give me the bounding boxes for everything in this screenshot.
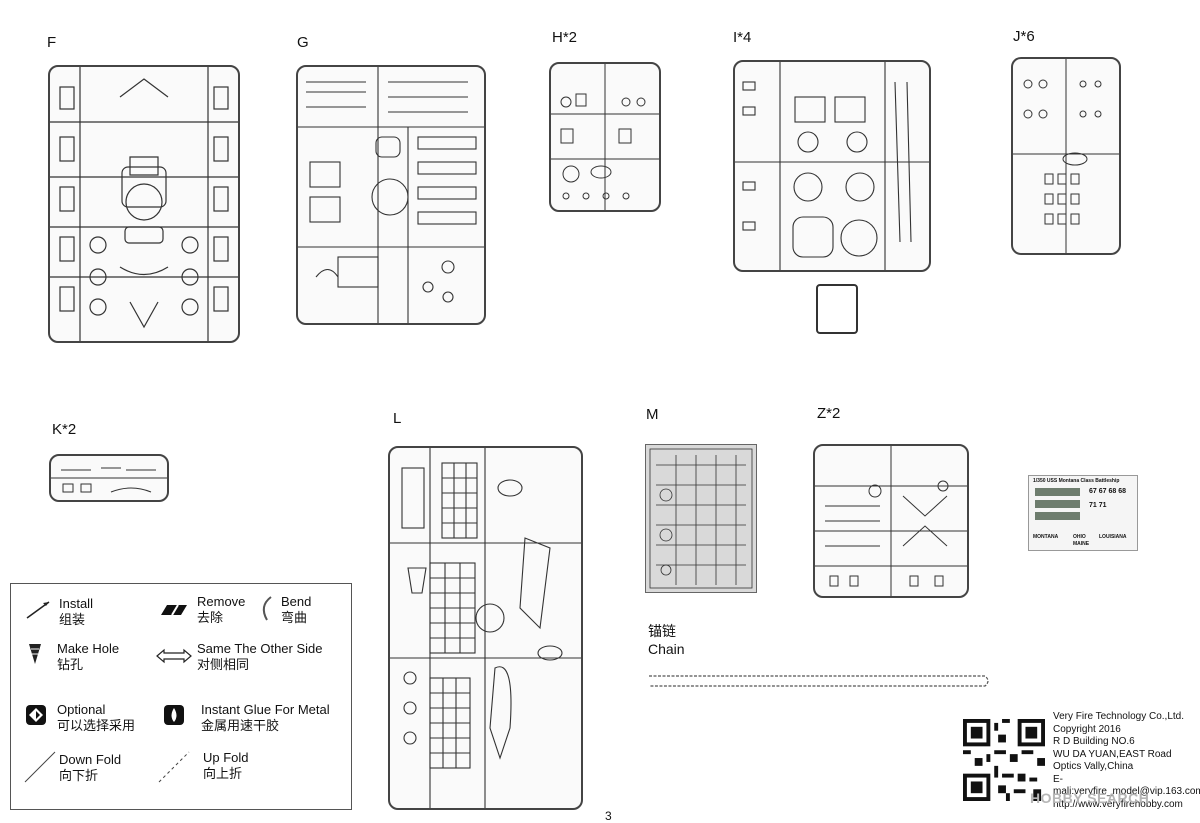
decal-name: MAINE — [1073, 541, 1090, 547]
qr-code — [963, 719, 1045, 801]
install-icon — [26, 601, 50, 619]
turret-part — [816, 284, 858, 334]
sprue-label-z: Z*2 — [817, 405, 841, 422]
decal-stripe — [1035, 488, 1080, 496]
sprue-label-g: G — [297, 34, 309, 51]
sprue-h-frame — [549, 62, 661, 212]
sprue-i-frame — [733, 60, 931, 272]
sprue-m-parts — [649, 448, 753, 589]
sprue-k-parts — [51, 467, 167, 493]
sprue-g-parts — [298, 67, 484, 323]
sprue-label-j: J*6 — [1013, 28, 1035, 45]
chain-label: 锚链 Chain — [648, 621, 685, 657]
drill-icon — [29, 644, 41, 664]
company-info: Very Fire Technology Co.,Ltd. Copyright … — [1053, 711, 1200, 810]
decal-name: MONTANA — [1033, 534, 1059, 540]
sprue-k-frame — [49, 454, 169, 502]
decal-sheet: 1/350 USS Montana Class Battleship 67 67… — [1028, 475, 1138, 551]
decal-name: LOUISIANA — [1099, 534, 1127, 540]
sprue-i-parts — [735, 62, 929, 270]
bend-icon — [262, 596, 272, 621]
decal-name: OHIO — [1073, 534, 1086, 540]
glue-icon — [164, 705, 184, 725]
sprue-label-m: M — [646, 406, 659, 423]
up-fold-icon — [158, 751, 190, 783]
double-arrow-icon — [156, 648, 192, 664]
chain-label-en: Chain — [648, 641, 685, 657]
sprue-label-f: F — [47, 34, 57, 51]
decal-stripe — [1035, 500, 1080, 508]
sprue-label-l: L — [393, 410, 402, 427]
sprue-j-frame — [1011, 57, 1121, 255]
sprue-z-parts — [815, 446, 967, 596]
chain-label-cn: 锚链 — [648, 623, 676, 639]
sprue-l-parts — [390, 448, 581, 808]
remove-icon — [161, 604, 187, 616]
sprue-f-frame — [48, 65, 240, 343]
sprue-l-frame — [388, 446, 583, 810]
watermark: HOBBY SEARCH — [1030, 790, 1150, 806]
sprue-h-parts — [551, 64, 659, 210]
decal-title: 1/350 USS Montana Class Battleship — [1033, 478, 1120, 484]
sprue-f-parts — [50, 67, 238, 341]
sprue-label-i: I*4 — [733, 29, 752, 46]
decal-number: 71 71 — [1089, 502, 1107, 509]
sprue-j-parts — [1013, 59, 1119, 253]
decal-number: 67 67 68 68 — [1089, 488, 1127, 495]
sprue-z-frame — [813, 444, 969, 598]
optional-icon — [26, 705, 46, 725]
chain-graphic — [649, 675, 989, 687]
sprue-g-frame — [296, 65, 486, 325]
down-fold-icon — [24, 751, 56, 783]
page-number: 3 — [605, 809, 612, 823]
sprue-m-photoetch — [645, 444, 757, 593]
sprue-label-h: H*2 — [552, 29, 578, 46]
sprue-label-k: K*2 — [52, 421, 77, 438]
decal-stripe — [1035, 512, 1080, 520]
